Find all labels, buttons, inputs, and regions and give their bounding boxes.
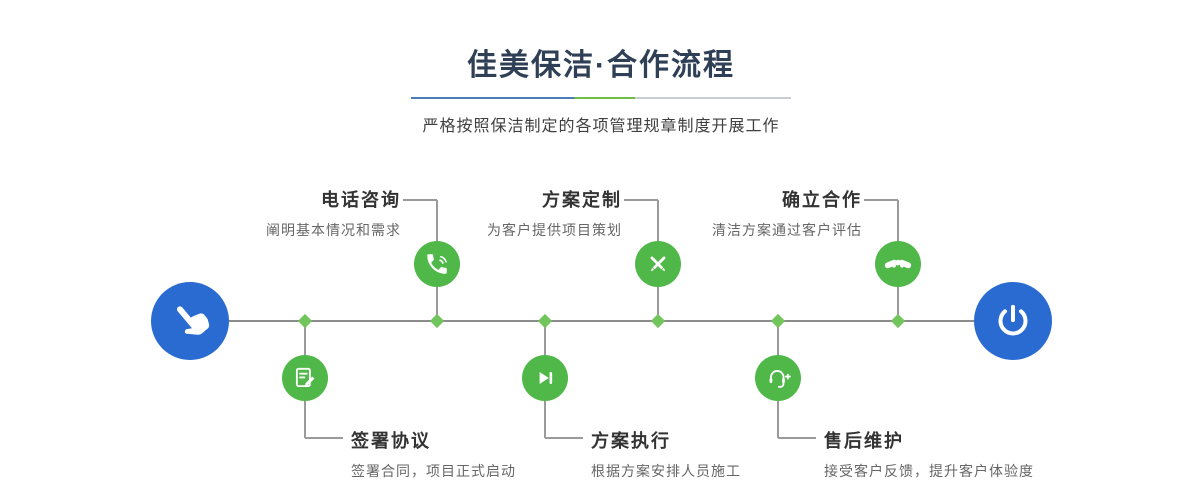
- timeline-diamond-marker: [650, 313, 666, 329]
- step-label-execution: 方案执行 根据方案安排人员施工: [591, 427, 741, 481]
- handshake-icon: [884, 250, 912, 278]
- connector-line: [403, 199, 437, 201]
- step-label-phone: 电话咨询 阐明基本情况和需求: [266, 186, 401, 240]
- step-node-contract: [282, 355, 328, 401]
- step-desc: 根据方案安排人员施工: [591, 463, 741, 479]
- step-label-design: 方案定制 为客户提供项目策划: [487, 186, 622, 240]
- timeline-diamond-marker: [770, 313, 786, 329]
- step-title: 签署协议: [351, 431, 431, 451]
- pointing-hand-icon: [160, 291, 219, 350]
- play-next-icon: [532, 365, 558, 391]
- step-label-contract: 签署协议 签署合同，项目正式启动: [351, 427, 516, 481]
- step-node-design: [635, 241, 681, 287]
- step-desc: 为客户提供项目策划: [487, 222, 622, 238]
- design-tools-icon: [645, 251, 671, 277]
- connector-line: [778, 437, 816, 439]
- timeline-line: [190, 320, 1013, 322]
- step-label-cooperation: 确立合作 清洁方案通过客户评估: [712, 186, 862, 240]
- step-label-service: 售后维护 接受客户反馈，提升客户体验度: [824, 427, 1034, 481]
- step-title: 电话咨询: [321, 190, 401, 210]
- step-node-cooperation: [875, 241, 921, 287]
- step-node-phone: [414, 241, 460, 287]
- timeline-diamond-marker: [297, 313, 313, 329]
- title-divider: [411, 97, 791, 99]
- step-desc: 签署合同，项目正式启动: [351, 463, 516, 479]
- step-desc: 清洁方案通过客户评估: [712, 222, 862, 238]
- timeline-diamond-marker: [429, 313, 445, 329]
- timeline-end-node: [974, 282, 1052, 360]
- phone-icon: [424, 251, 450, 277]
- step-title: 方案定制: [542, 190, 622, 210]
- step-node-execution: [522, 355, 568, 401]
- connector-line: [624, 199, 658, 201]
- timeline-diamond-marker: [890, 313, 906, 329]
- connector-line: [305, 437, 343, 439]
- page-subtitle: 严格按照保洁制定的各项管理规章制度开展工作: [422, 118, 780, 135]
- headset-service-icon: [765, 365, 791, 391]
- timeline-start-node: [151, 282, 229, 360]
- contract-pen-icon: [292, 365, 318, 391]
- step-title: 确立合作: [782, 190, 862, 210]
- power-icon: [993, 301, 1033, 341]
- step-title: 方案执行: [591, 431, 671, 451]
- timeline-diamond-marker: [537, 313, 553, 329]
- step-desc: 阐明基本情况和需求: [266, 222, 401, 238]
- connector-line: [545, 437, 583, 439]
- step-node-service: [755, 355, 801, 401]
- step-desc: 接受客户反馈，提升客户体验度: [824, 463, 1034, 479]
- connector-line: [864, 199, 898, 201]
- step-title: 售后维护: [824, 431, 904, 451]
- page-title: 佳美保洁·合作流程: [467, 49, 735, 82]
